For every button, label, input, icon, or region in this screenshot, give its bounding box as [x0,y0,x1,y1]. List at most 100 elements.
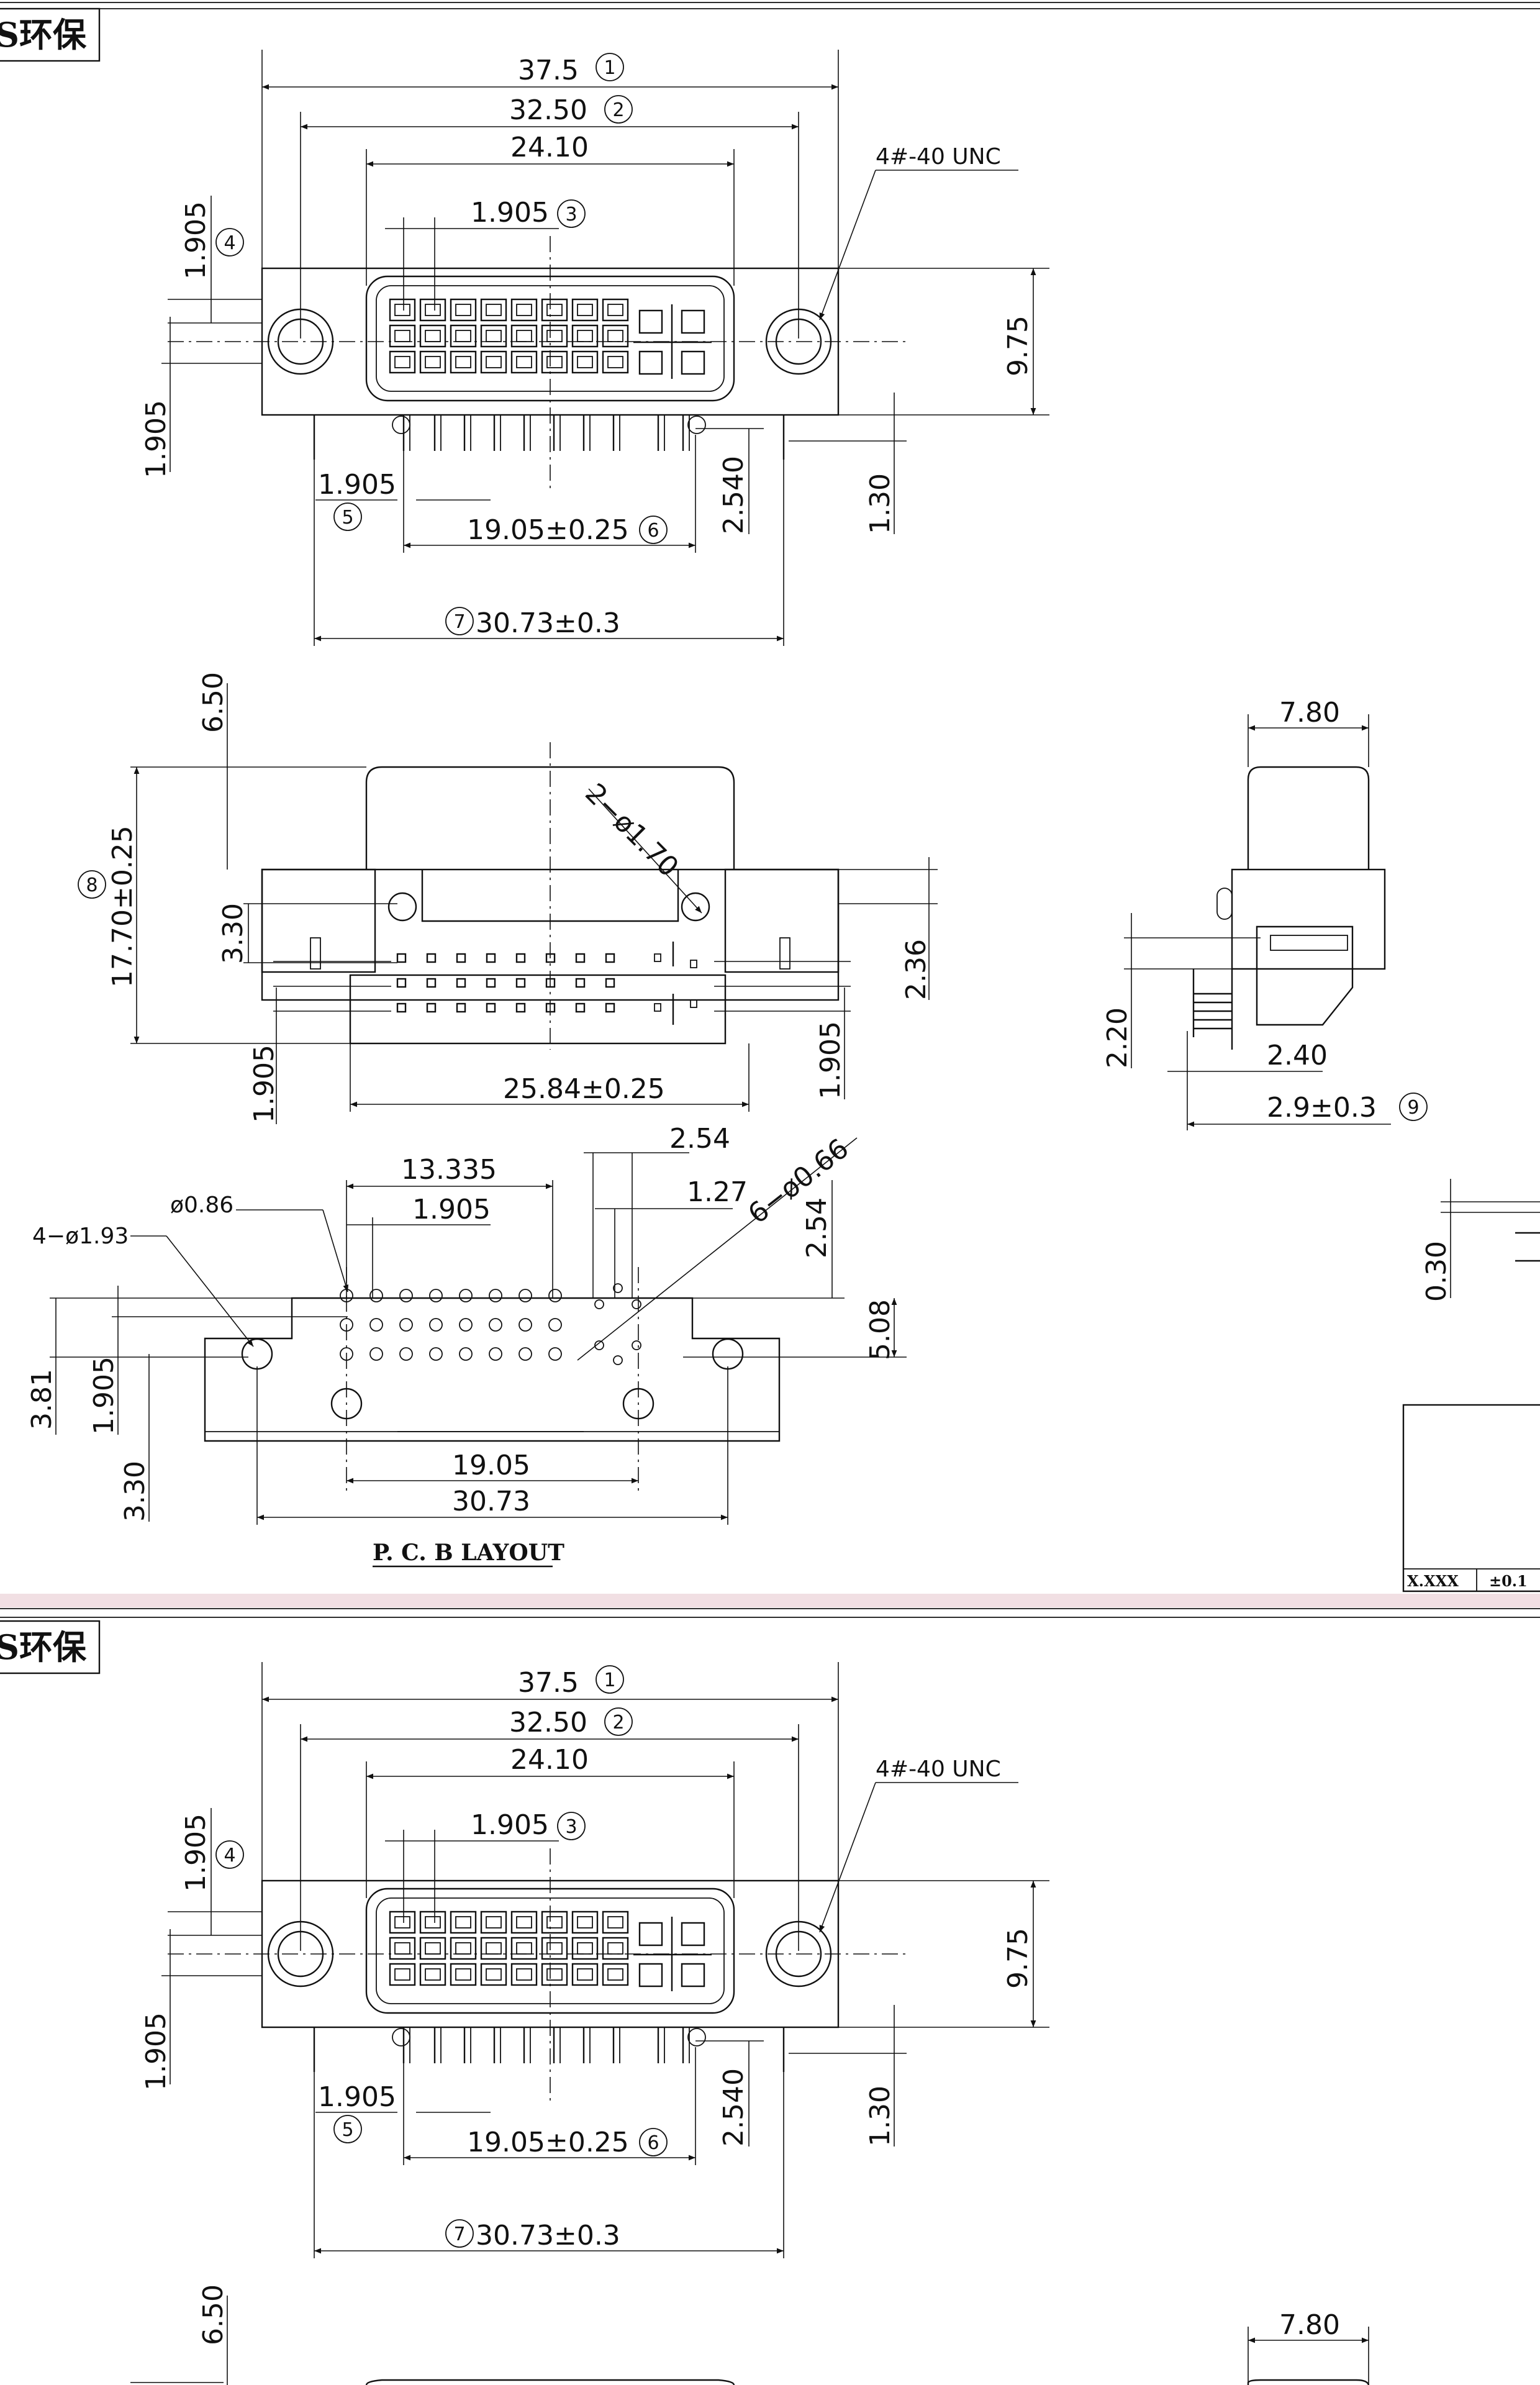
contact-slot [455,304,471,316]
contact-slot [486,1942,502,1955]
svg-text:24.10: 24.10 [510,132,589,163]
contact-cell [602,1937,629,1960]
front-holes-callout: 2−ø1.70 [579,778,702,914]
svg-text:1.30: 1.30 [864,473,896,534]
contact-slot [394,356,410,368]
pcb-ground-hole [613,1283,623,1293]
pcb-layout [204,1267,781,1491]
contact-cell [480,1910,507,1934]
callout-circle [596,53,624,81]
contact-cell [541,1910,568,1934]
contact-slot [486,1916,502,1928]
sheet-top: S环保 37.5 32.50 24.10 1.905 [0,2,1540,1592]
contact-slot [425,1942,441,1955]
contact-slot [425,1916,441,1928]
dim-side-total: 2.9±0.3 [1187,1031,1391,1130]
pin-grid [389,298,629,374]
callout-circle [333,2115,362,2143]
svg-text:1.905: 1.905 [88,1356,120,1435]
callout-number: 6 [647,520,659,542]
contact-slot [577,330,593,342]
dim-left-pitch-2: 1.905 [140,317,262,478]
svg-text:19.05±0.25: 19.05±0.25 [467,2127,629,2158]
contact-cell [541,324,568,348]
contact-cell [571,298,599,322]
pcb-ground-hole [632,1299,641,1309]
svg-text:1.905: 1.905 [140,400,172,478]
contact-cell [541,350,568,374]
pcb-hole-grid [340,1283,641,1365]
svg-text:P. C. B LAYOUT: P. C. B LAYOUT [373,1540,564,1566]
contact-cell [419,350,446,374]
callout-circle [1399,1093,1428,1121]
pcb-hole [429,1318,443,1332]
callout-circle [445,607,474,635]
front-pin [456,953,466,963]
contact-slot [546,356,563,368]
contact-slot [486,330,502,342]
ground-tab [392,416,410,434]
callout-circle [333,502,362,531]
svg-text:3.30: 3.30 [217,903,249,964]
svg-text:1.905: 1.905 [471,1809,549,1841]
ground-tab [392,2028,410,2047]
dim-left-pitch: 1.905 [168,196,262,324]
dim-overall: 37.5 [261,50,839,273]
svg-text:2.54: 2.54 [669,1123,730,1155]
svg-text:9.75: 9.75 [1002,1928,1034,1989]
contact-cell [571,1937,599,1960]
contact-slot [425,1968,441,1981]
svg-text:1.905: 1.905 [248,1045,280,1123]
callout-circle [639,2128,668,2156]
pcb-hole [519,1289,532,1302]
contact-slot [394,304,410,316]
svg-text:30.73: 30.73 [452,1486,530,1517]
pcb-hole [369,1318,383,1332]
front-ground-pin [654,953,661,962]
contact-slot [577,1968,593,1981]
svg-text:2−ø1.70: 2−ø1.70 [579,778,684,883]
contact-cell [541,1937,568,1960]
svg-text:32.50: 32.50 [509,94,587,126]
callout-number: 3 [565,1816,577,1838]
dim-board-span: 30.73±0.3 [314,422,784,646]
svg-text:1.30: 1.30 [864,2086,896,2146]
dim-tail-pitch: 1.905 [315,469,491,501]
svg-text:9.75: 9.75 [1002,316,1034,376]
contact-slot [516,1968,532,1981]
svg-text:±0.1: ±0.1 [1489,1572,1528,1590]
contact-cell [602,1910,629,1934]
pin-tails [313,415,785,460]
ground-tab [687,2028,706,2047]
svg-text:7.80: 7.80 [1279,697,1340,729]
svg-text:4#-40 UNC: 4#-40 UNC [876,144,1001,170]
svg-text:6−ø0.66: 6−ø0.66 [742,1133,854,1230]
front-pin [545,1002,556,1013]
callout-circle [78,870,106,899]
svg-text:37.5: 37.5 [518,1667,579,1699]
svg-text:1.905: 1.905 [180,1814,212,1892]
contact-slot [607,330,623,342]
pcb-hole [519,1347,532,1361]
top-view-body [168,236,907,491]
pcb-ground-hole [632,1340,641,1350]
callout-number: 1 [604,1670,615,1691]
contact-cell [510,1937,538,1960]
svg-text:1.905: 1.905 [318,2081,396,2113]
contact-cell [389,324,416,348]
pcb-hole [399,1318,413,1332]
callout-circle [215,228,244,257]
contact-slot [516,356,532,368]
callout-circle [604,1707,633,1736]
contact-slot [607,1968,623,1981]
front-pins [273,942,851,1025]
contact-slot [577,1916,593,1928]
callout-number: 1 [604,57,615,79]
callout-number: 2 [612,99,624,121]
svg-text:3.30: 3.30 [119,1461,151,1522]
side-tails [1192,969,1233,1050]
front-pin [515,1002,526,1013]
contact-cell [571,1963,599,1986]
front-pin [545,953,556,963]
pcb-ground-hole [613,1355,623,1365]
